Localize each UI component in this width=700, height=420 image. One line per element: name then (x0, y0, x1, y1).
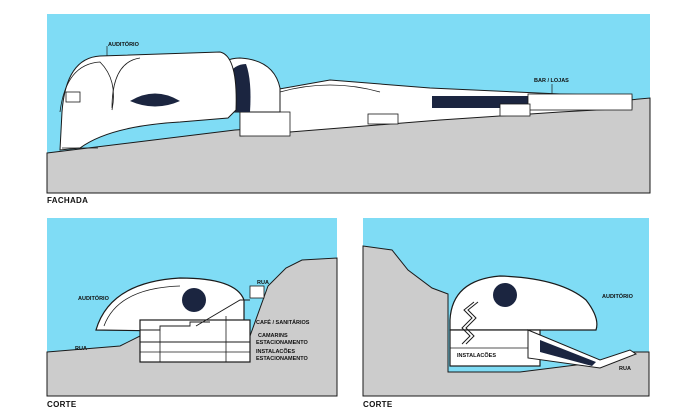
section-left-label-estacionamento-2: ESTACIONAMENTO (256, 356, 308, 362)
section-right-ground (362, 245, 650, 397)
section-right-ramp (527, 329, 638, 369)
section-right-dome (449, 275, 598, 331)
facade-bar-block (527, 93, 633, 111)
section-left-label-rua-top: RUA (257, 280, 269, 286)
section-right-staircase (461, 301, 475, 345)
section-left-label-auditorio: AUDITÓRIO (78, 294, 110, 302)
facade-eye-window (130, 93, 180, 107)
section-right-label-auditorio: AUDITÓRIO (602, 292, 634, 300)
section-right: AUDITÓRIO INSTALACÕES RUA (362, 218, 650, 397)
section-left-label-camarins: CAMARINS (258, 333, 288, 339)
section-left-ground (46, 257, 338, 397)
section-left-caption: CORTE (47, 400, 77, 409)
section-left: AUDITÓRIO RUA RUA CAFÉ / SANITÁRIOS CAMA… (46, 218, 338, 397)
facade-elevation: AUDITÓRIO BAR / LOJAS (46, 14, 651, 194)
facade-label-bar-lojas: BAR / LOJAS (534, 78, 569, 84)
section-left-label-rua-left: RUA (75, 346, 87, 352)
section-left-interior (139, 319, 251, 363)
facade-caption: FACHADA (47, 196, 89, 205)
section-left-label-cafe: CAFÉ / SANITÁRIOS (256, 318, 310, 326)
section-right-caption: CORTE (363, 400, 393, 409)
section-left-dome (95, 277, 245, 333)
section-right-window (493, 283, 517, 307)
section-left-label-estacionamento-1: ESTACIONAMENTO (256, 340, 308, 346)
facade-label-auditorio: AUDITÓRIO (108, 40, 140, 48)
section-left-window (182, 288, 206, 312)
facade-ground (46, 97, 651, 194)
section-left-label-instalacoes: INSTALACÕES (256, 348, 295, 355)
section-right-label-instalacoes: INSTALACÕES (457, 352, 496, 359)
section-right-label-rua: RUA (619, 366, 631, 372)
